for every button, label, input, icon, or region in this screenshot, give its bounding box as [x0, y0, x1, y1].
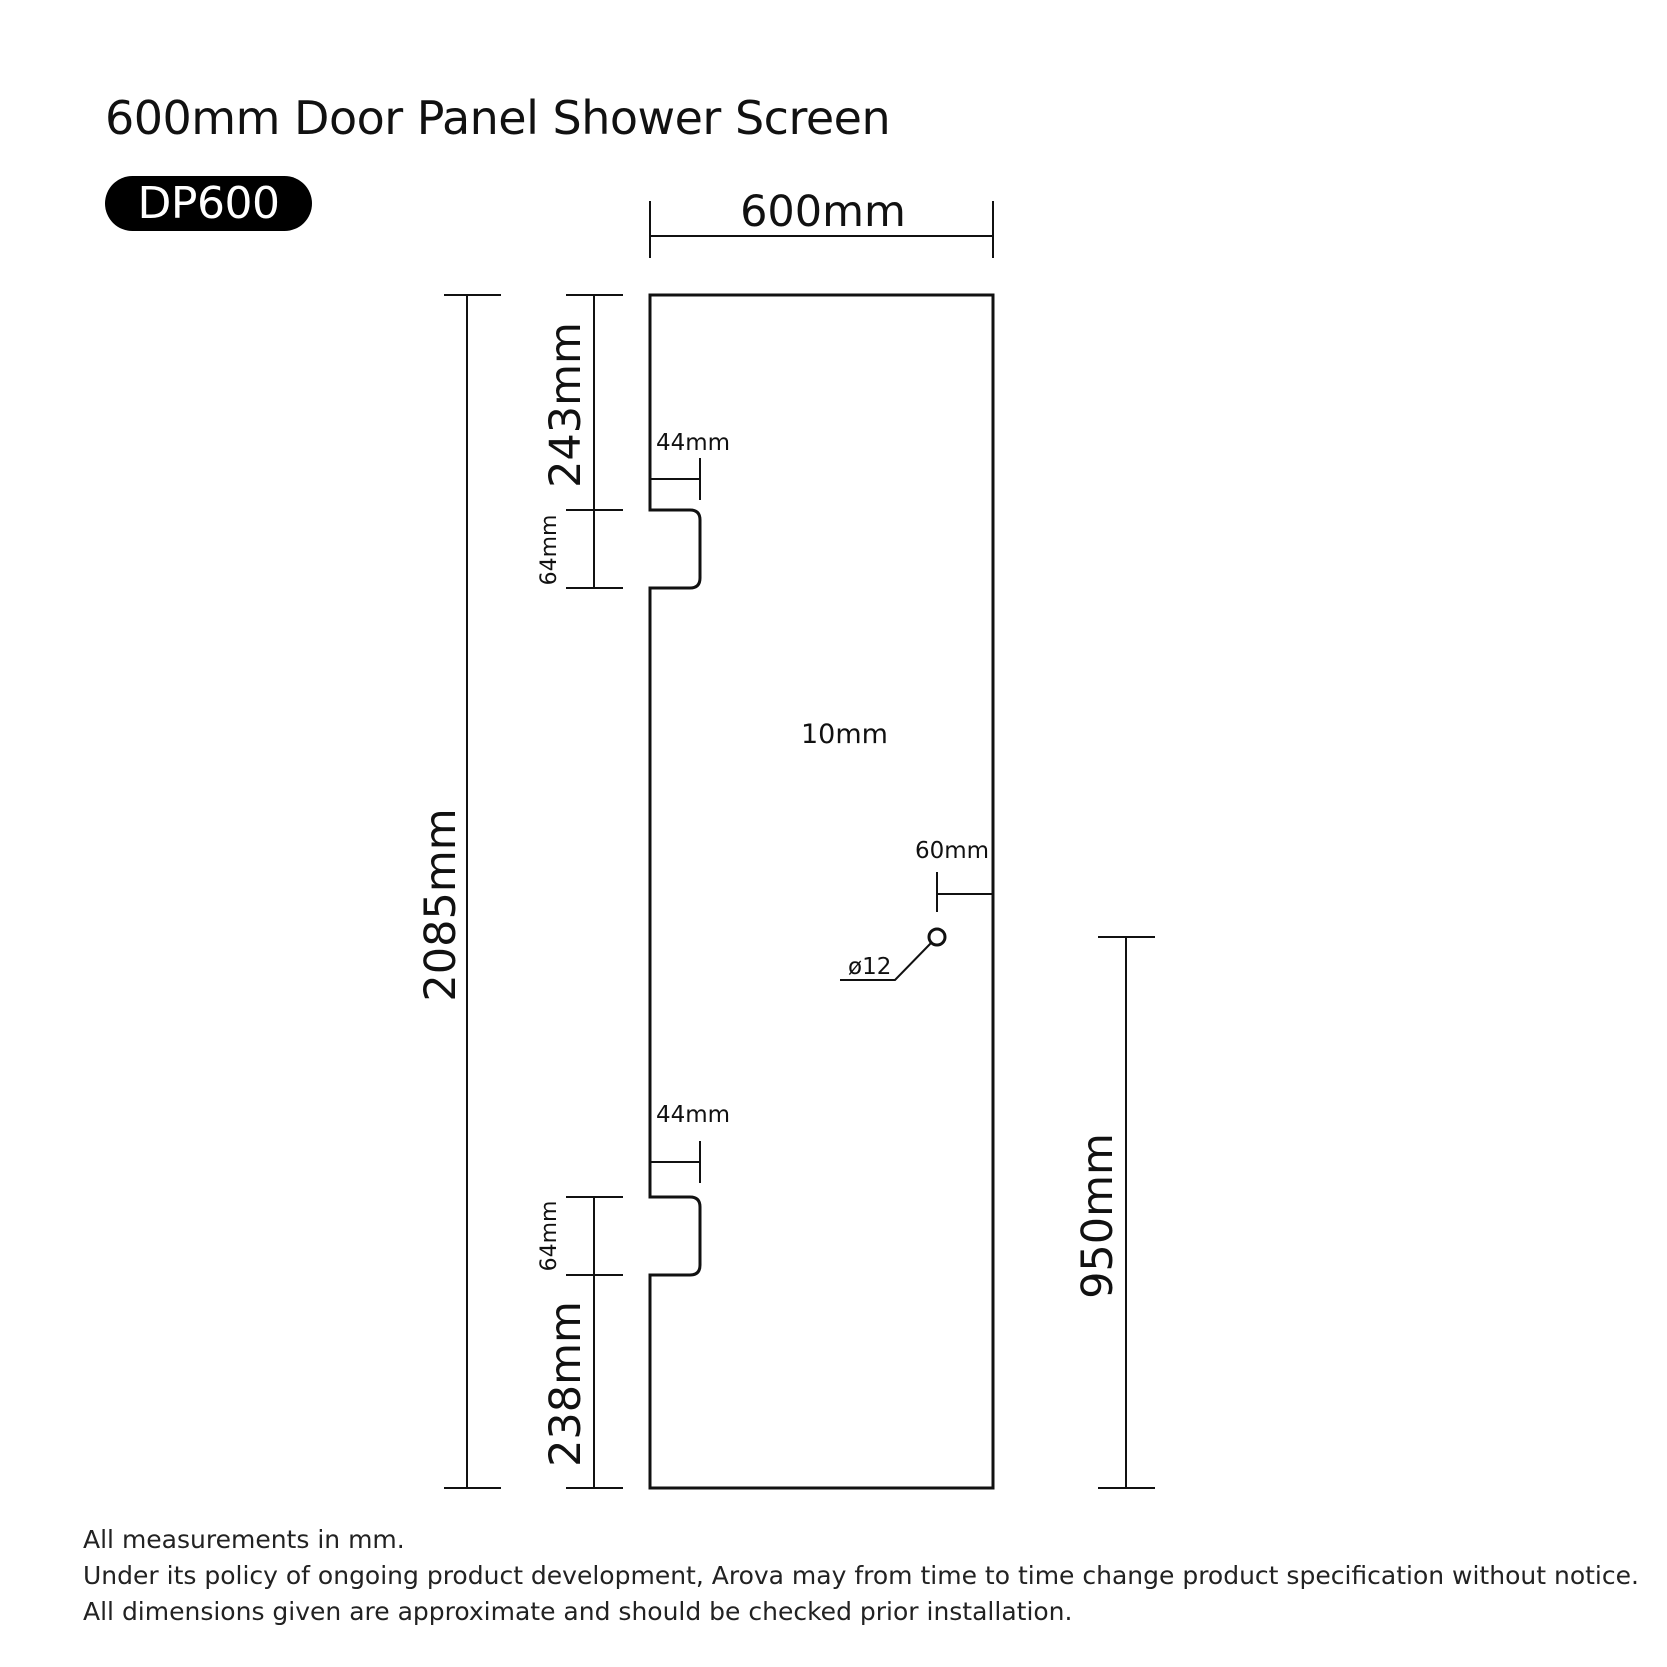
- note-policy: Under its policy of ongoing product deve…: [83, 1561, 1639, 1590]
- width-label: 600mm: [740, 187, 906, 237]
- hole-diameter-label: ø12: [848, 954, 891, 980]
- top-notch-depth-label: 44mm: [656, 430, 730, 456]
- hole-leader-line: [840, 942, 932, 981]
- hole-height-dimension: [1098, 936, 1155, 1489]
- hole-offset-label: 60mm: [915, 838, 989, 864]
- note-approximate: All dimensions given are approximate and…: [83, 1597, 1073, 1626]
- hole-offset-dimension: [936, 872, 993, 912]
- overall-height-label: 2085mm: [416, 808, 466, 1001]
- panel-outline: [648, 293, 995, 1490]
- overall-height-dimension: [444, 294, 501, 1489]
- bottom-hinge-dimension: [566, 1196, 623, 1489]
- hole-height-label: 950mm: [1073, 1133, 1123, 1299]
- thickness-label: 10mm: [801, 719, 888, 750]
- top-hinge-dimension: [566, 294, 623, 589]
- page-title: 600mm Door Panel Shower Screen: [105, 91, 891, 145]
- bottom-offset-label: 238mm: [541, 1301, 591, 1467]
- handle-hole: [927, 927, 947, 947]
- bottom-notch-height-label: 64mm: [537, 1201, 562, 1272]
- note-measurements: All measurements in mm.: [83, 1525, 405, 1554]
- top-offset-label: 243mm: [541, 322, 591, 488]
- top-notch-height-label: 64mm: [537, 515, 562, 586]
- model-code-badge: DP600: [105, 176, 312, 231]
- bottom-notch-depth-label: 44mm: [656, 1102, 730, 1128]
- width-dimension: [649, 201, 994, 258]
- bottom-notch-depth-dimension: [650, 1141, 701, 1183]
- footer-notes: All measurements in mm. Under its policy…: [83, 1522, 1639, 1630]
- top-notch-depth-dimension: [650, 458, 701, 500]
